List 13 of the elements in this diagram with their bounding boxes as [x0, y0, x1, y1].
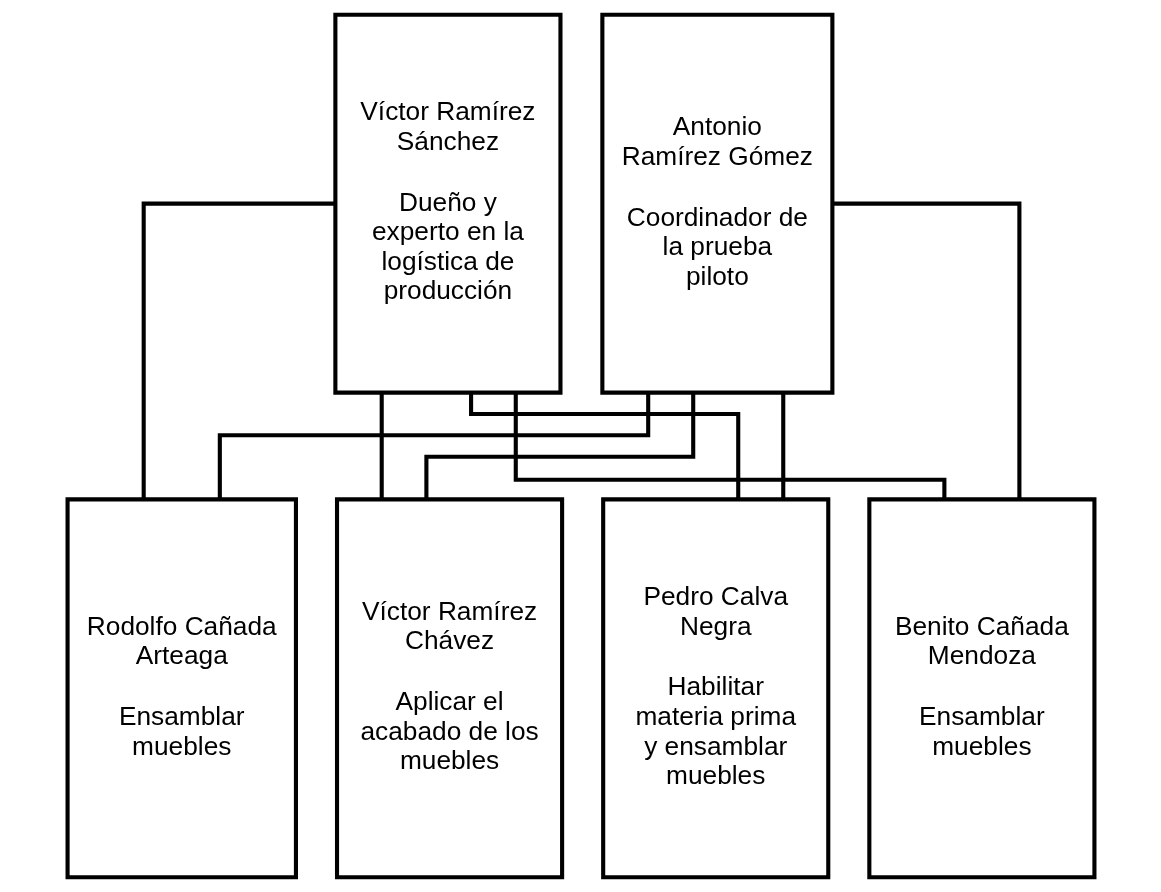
node-box: Víctor Ramírez Chávez Aplicar el acabado de los muebles [334, 497, 564, 880]
node-box: Benito Cañada Mendoza Ensamblar muebles [866, 497, 1096, 880]
connector [780, 393, 785, 499]
connector [141, 201, 335, 499]
connector [423, 392, 695, 500]
connector [379, 393, 384, 499]
node-box: Víctor Ramírez Sánchez Dueño y experto en la logística de producción [332, 12, 562, 395]
node-box: Pedro Calva Negra Habilitar materia prima y ensamblar muebles [600, 497, 830, 880]
node-box: Rodolfo Cañada Arteaga Ensamblar muebles [65, 497, 298, 880]
connector [217, 392, 650, 500]
connector [831, 201, 1021, 499]
connector [513, 393, 946, 499]
node-box: Antonio Ramírez Gómez Coordinador de la prueba piloto [599, 12, 834, 395]
